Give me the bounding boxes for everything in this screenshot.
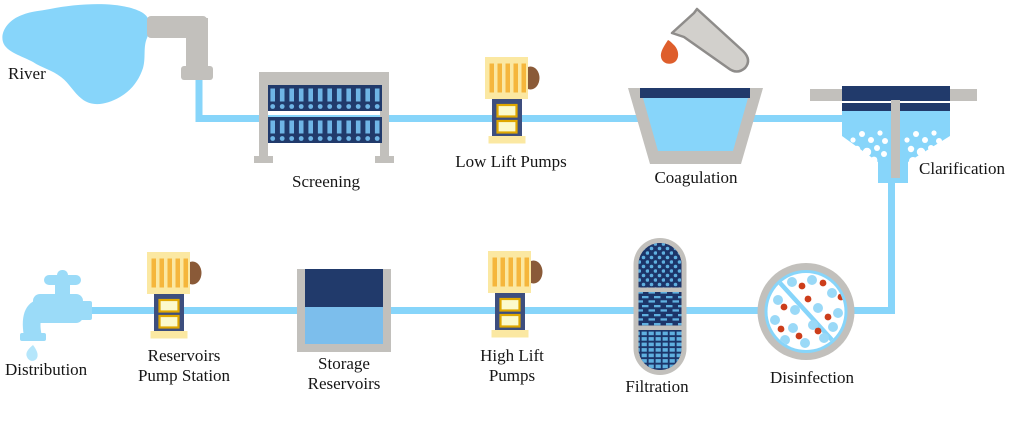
pipe-elbow-icon [147,16,213,80]
label-coagulation: Coagulation [654,168,738,187]
label-line: Reservoirs [147,346,221,365]
storage-reservoir-icon [297,269,391,352]
screen-grid-top [268,85,382,111]
label-screening: Screening [292,172,360,191]
label-line: Pumps [488,366,536,385]
label-distribution: Distribution [5,360,88,379]
flow-lines [80,78,895,314]
label-high-lift-pumps: High Lift Pumps [480,346,544,386]
clarification-tank-icon [810,86,977,183]
pipe-line-river-down [195,78,203,122]
label-disinfection: Disinfection [769,368,855,387]
reservoirs-pump-icon [145,250,203,340]
disinfection-circle-icon [757,263,855,360]
chemical-drop-icon [660,40,679,64]
beaker-icon [670,7,750,73]
label-reservoirs-pump-station: Reservoirs Pump Station [138,346,230,386]
clarification-bubbles [847,130,946,165]
screen-grid-bottom [268,117,382,143]
label-line: Pump Station [137,366,231,385]
low-lift-pump-icon [483,55,541,145]
river-icon [2,4,150,105]
label-clarification: Clarification [919,159,1005,178]
screening-rack-icon [254,72,394,163]
label-storage-reservoirs: Storage Reservoirs [308,354,381,394]
pipe-line-top-row [195,115,850,122]
high-lift-pump-icon [486,249,544,339]
label-filtration: Filtration [625,377,689,396]
pipe-line-clarification-down [888,178,895,314]
disinfection-orange-dots [777,279,845,340]
faucet-icon [20,270,92,341]
coagulation-basin-icon [628,88,763,164]
disinfection-blue-dots [770,275,843,348]
label-line: High Lift [480,346,544,365]
filtration-capsule-icon [633,238,687,375]
label-line: Reservoirs [307,374,381,393]
label-low-lift-pumps: Low Lift Pumps [455,152,567,171]
pipe-line-bottom-row [80,307,895,314]
label-river: River [8,64,46,83]
water-drop-icon [26,345,38,361]
label-line: Storage [318,354,370,373]
